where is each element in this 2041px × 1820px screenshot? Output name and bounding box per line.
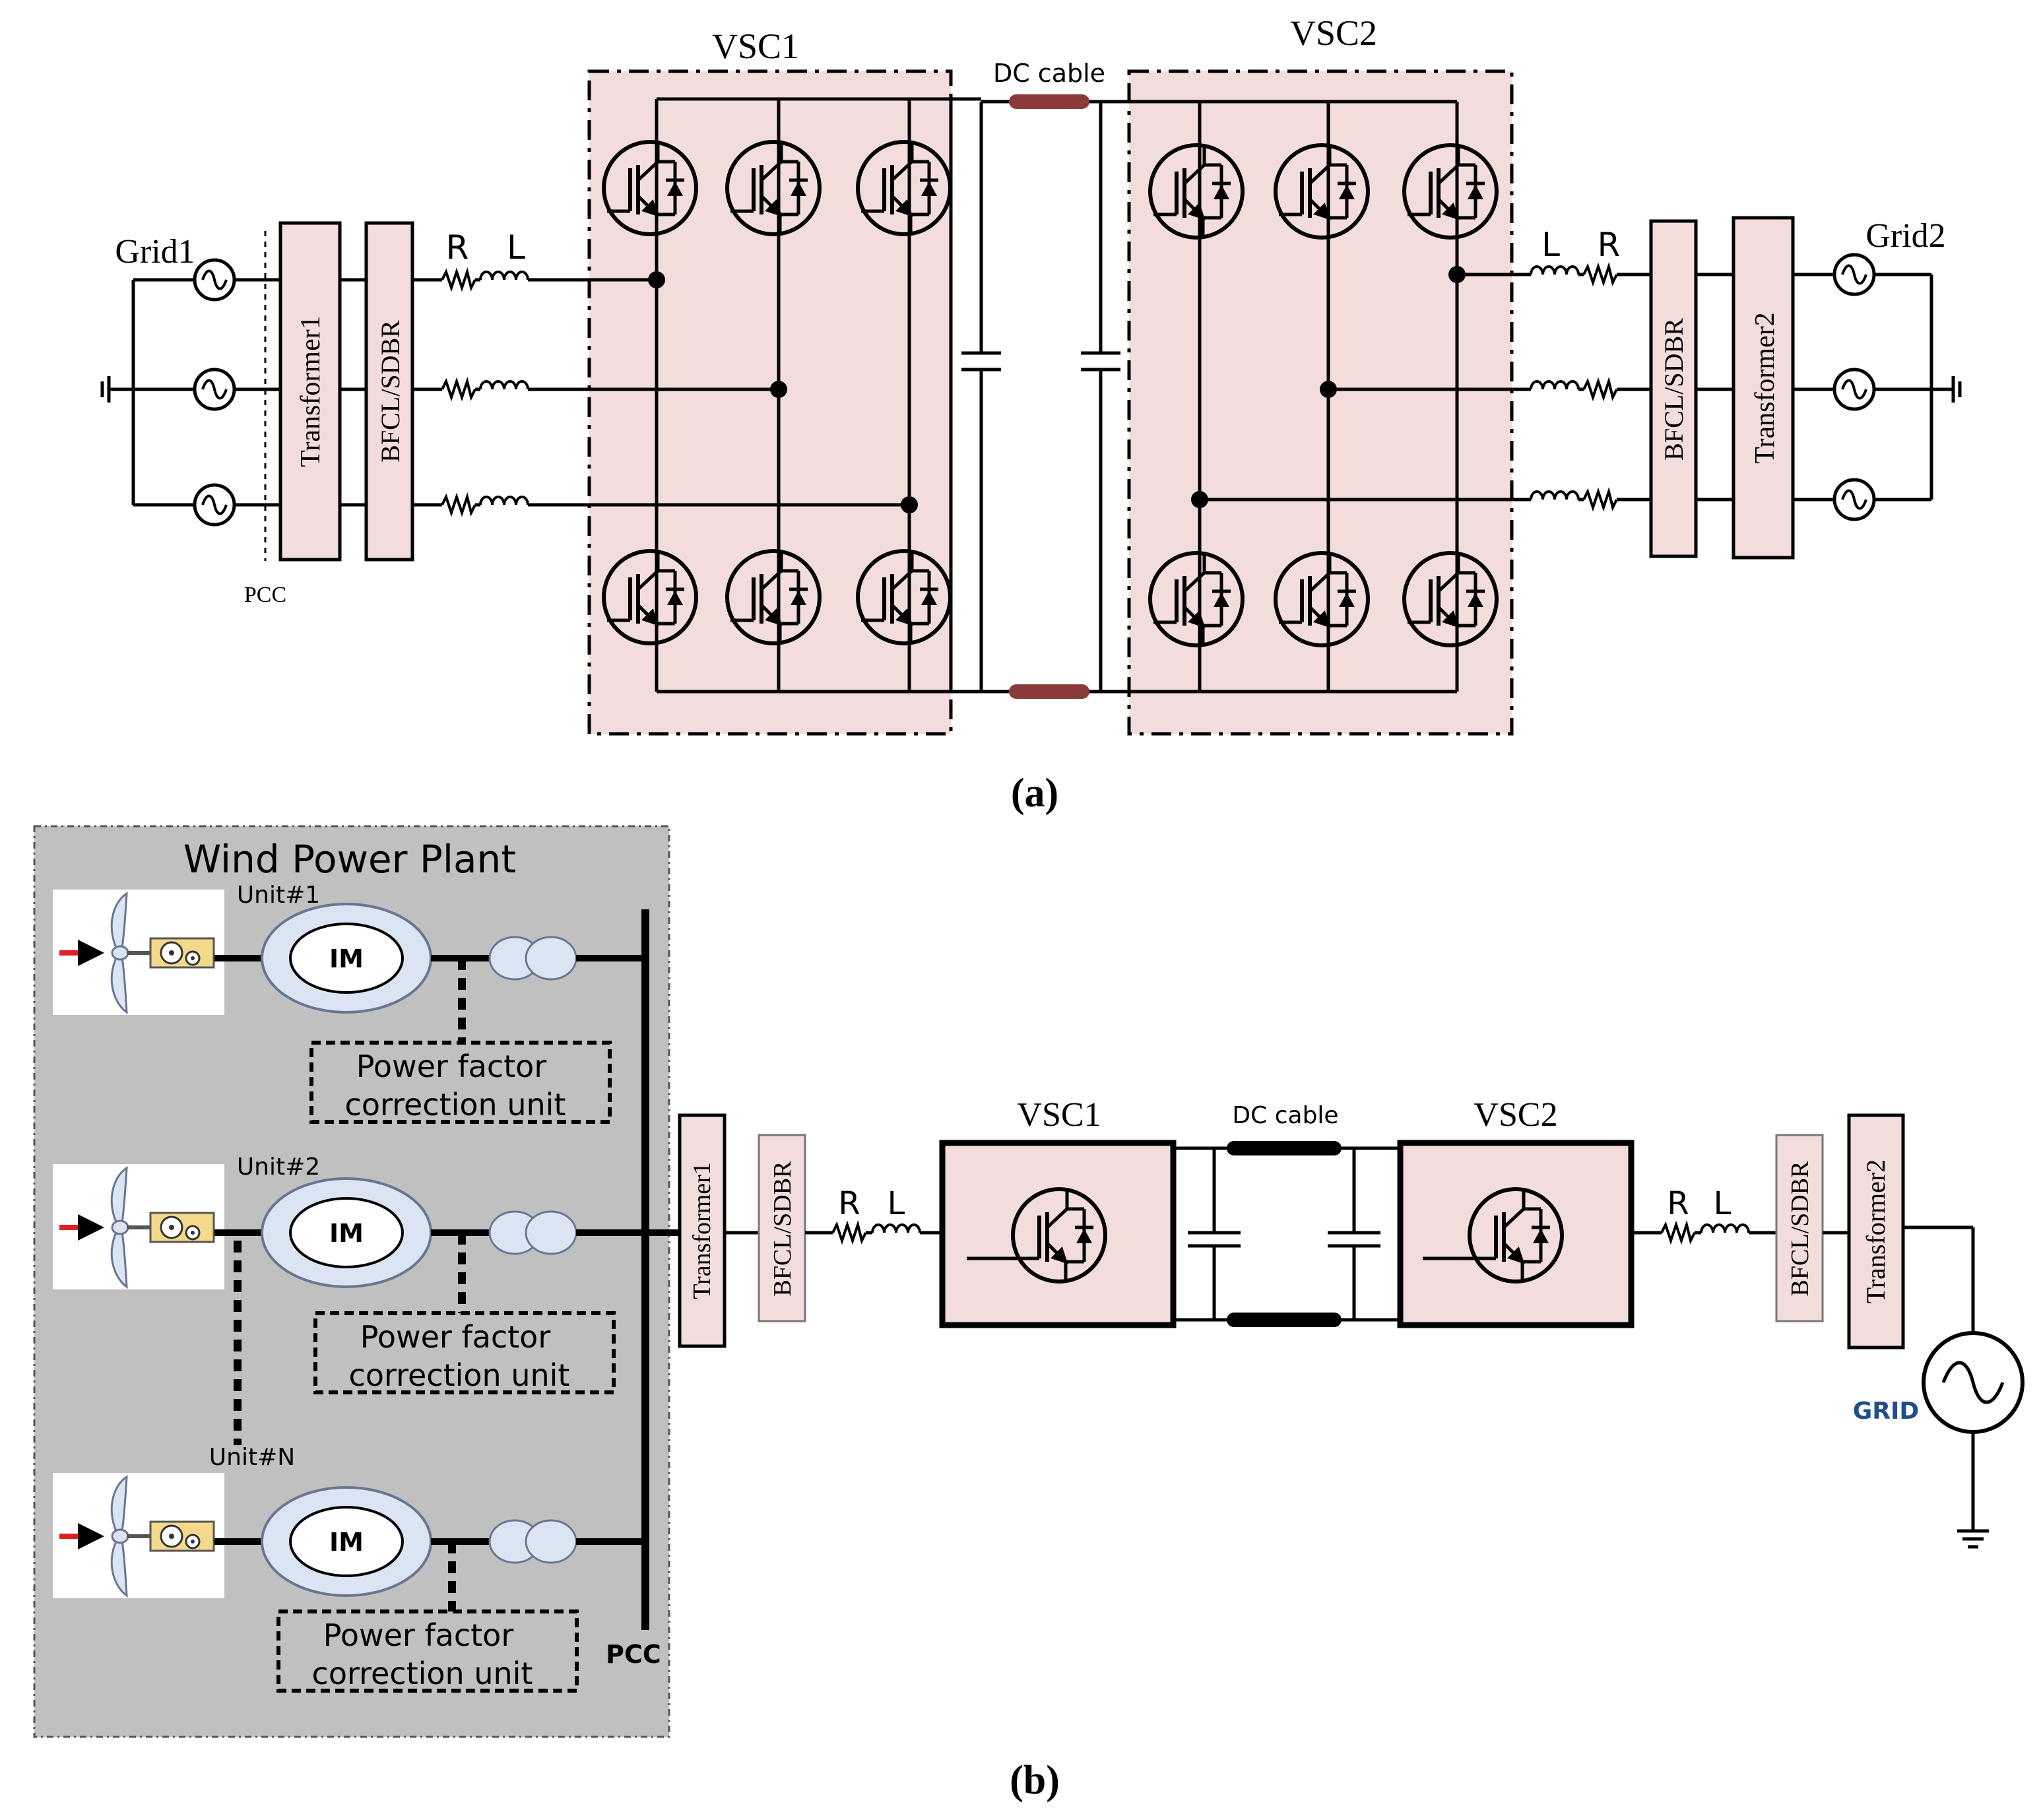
l-label-a-right: L [1541, 226, 1560, 264]
panel-a: VSC1 VSC2 DC cable [100, 13, 1962, 816]
vsc2-label: VSC2 [1290, 13, 1377, 53]
grid1-side: Grid1 PCC Transformer1 BFCL/SDBR [100, 221, 918, 607]
unit-n-label: Unit#N [209, 1444, 295, 1471]
bfcl-block-b-right [1775, 1134, 1824, 1322]
caption-a: (a) [1011, 771, 1058, 816]
unit-1: Unit#1 IM Power factor correction unit [53, 882, 645, 1124]
dc-cable-label: DC cable [993, 59, 1105, 88]
grid-label: GRID [1853, 1398, 1920, 1425]
bfcl-block-b-left [758, 1134, 806, 1322]
wind-plant-title: Wind Power Plant [183, 837, 516, 882]
dc-bus [657, 94, 1457, 699]
transformer2-block-b [1847, 1113, 1905, 1349]
bfcl-label-right: BFCL/SDBR [1659, 318, 1689, 461]
im-label-2: IM [329, 1219, 364, 1248]
transformer2-label: Transformer2 [1750, 312, 1780, 463]
pfc-1-line1: Power factor [356, 1049, 547, 1084]
r-label-b-left: R [838, 1185, 860, 1222]
im-label-n: IM [329, 1528, 364, 1557]
pfc-box-1 [309, 1041, 612, 1124]
pfc-n-line2: correction unit [312, 1656, 533, 1691]
panel-b: Wind Power Plant PCC Unit#1 IM Power fac… [33, 825, 2025, 1803]
pcc-label-a: PCC [244, 583, 286, 607]
pfc-2-line2: correction unit [349, 1357, 570, 1393]
vsc1-label-b: VSC1 [1017, 1096, 1101, 1134]
vsc2-block-b [1397, 1140, 1635, 1328]
pfc-2-line1: Power factor [360, 1319, 551, 1355]
dc-cable-label-b: DC cable [1232, 1102, 1338, 1129]
transformer1-block-b [678, 1113, 727, 1348]
pfc-1-line2: correction unit [345, 1087, 566, 1122]
transformer2-label-b: Transformer2 [1861, 1159, 1891, 1304]
r-label-a-left: R [446, 228, 469, 267]
vsc1-label: VSC1 [712, 26, 799, 66]
grid-source [1922, 1331, 2025, 1434]
vsc2-label-b: VSC2 [1474, 1096, 1557, 1134]
unit-2-label: Unit#2 [237, 1154, 320, 1181]
grid1-label: Grid1 [115, 233, 195, 271]
vsc2-box [1127, 69, 1514, 736]
bfcl-block [364, 221, 414, 562]
unit-n: Unit#N IM Power factor correction unit [53, 1444, 645, 1693]
unit-1-label: Unit#1 [237, 882, 320, 909]
bfcl-label: BFCL/SDBR [375, 320, 405, 463]
bfcl-label-b-left: BFCL/SDBR [769, 1161, 796, 1297]
grid2-side: L R BFCL/SDBR Transformer2 Grid2 [1191, 216, 1962, 560]
pfc-box-n [276, 1609, 579, 1693]
r-label-a-right: R [1598, 226, 1621, 264]
l-label-b-left: L [888, 1185, 905, 1222]
transformer1-label-b: Transformer1 [688, 1162, 716, 1299]
im-label-1: IM [329, 944, 364, 973]
caption-b: (b) [1010, 1758, 1060, 1803]
pcc-label-b: PCC [606, 1640, 661, 1669]
l-label-b-right: L [1714, 1185, 1732, 1222]
l-label-a-left: L [507, 228, 525, 267]
grid2-label: Grid2 [1865, 217, 1945, 255]
pfc-box-2 [313, 1311, 616, 1394]
vsc1-block-b [939, 1140, 1177, 1328]
r-label-b-right: R [1667, 1185, 1689, 1222]
unit-2: Unit#2 IM Power factor correction unit [53, 1154, 680, 1445]
transformer1-block [278, 221, 342, 562]
bfcl-label-b-right: BFCL/SDBR [1786, 1161, 1814, 1297]
transformer1-label: Transformer1 [296, 315, 326, 467]
pfc-n-line1: Power factor [323, 1617, 514, 1653]
